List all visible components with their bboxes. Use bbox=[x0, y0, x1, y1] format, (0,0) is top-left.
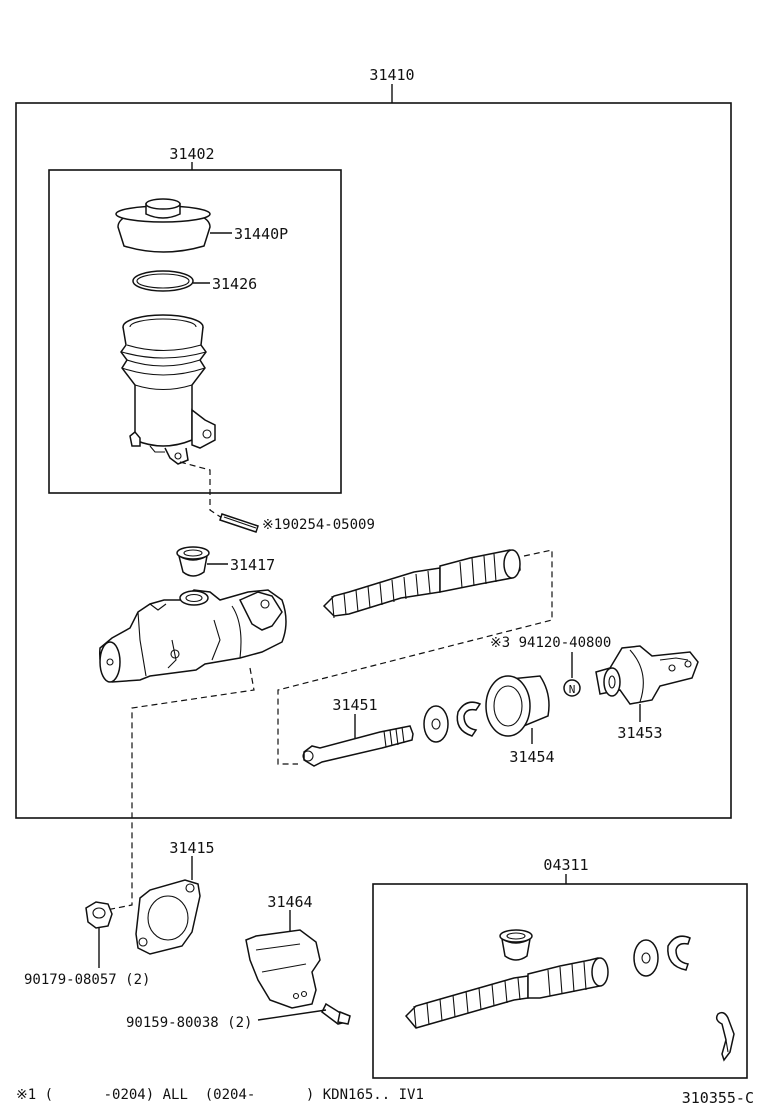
label-nut[interactable]: 90179-08057 (2) bbox=[24, 972, 150, 988]
assembly-frame bbox=[15, 102, 732, 819]
reservoir-frame bbox=[48, 169, 342, 494]
label-pin[interactable]: ※190254-05009 bbox=[262, 517, 375, 533]
pin-part[interactable] bbox=[219, 513, 259, 533]
n-clip-part[interactable]: N bbox=[563, 679, 581, 697]
push-rod-part[interactable] bbox=[302, 725, 414, 767]
label-31464[interactable]: 31464 bbox=[267, 893, 312, 911]
kit-grommet-part[interactable] bbox=[499, 929, 533, 961]
label-n-clip[interactable]: ※3 94120-40800 bbox=[490, 635, 611, 651]
kit-frame bbox=[372, 883, 748, 1079]
boot-part[interactable] bbox=[485, 675, 550, 737]
label-31453[interactable]: 31453 bbox=[617, 724, 662, 742]
kit-washer-part[interactable] bbox=[633, 939, 659, 977]
bracket-part[interactable] bbox=[245, 929, 321, 1009]
grommet-part[interactable] bbox=[176, 546, 210, 577]
label-31410[interactable]: 31410 bbox=[369, 66, 414, 84]
kit-snap-ring-part[interactable] bbox=[667, 935, 691, 971]
reservoir-cap-part[interactable] bbox=[115, 198, 211, 253]
nut-part[interactable] bbox=[85, 901, 113, 929]
snap-ring-part[interactable] bbox=[456, 701, 482, 737]
cotter-pin-part[interactable] bbox=[715, 1011, 735, 1062]
label-31415[interactable]: 31415 bbox=[169, 839, 214, 857]
footnote: ※1 ( -0204) ALL (0204- ) KDN165.. IV1 bbox=[16, 1087, 424, 1103]
label-04311[interactable]: 04311 bbox=[543, 856, 588, 874]
label-31440P[interactable]: 31440P bbox=[234, 225, 288, 243]
n-marker: N bbox=[569, 683, 576, 696]
label-31451[interactable]: 31451 bbox=[332, 696, 377, 714]
kit-piston-spring-part[interactable] bbox=[404, 957, 609, 1029]
gasket-ring-part[interactable] bbox=[132, 270, 194, 292]
label-31402[interactable]: 31402 bbox=[169, 145, 214, 163]
label-31417[interactable]: 31417 bbox=[230, 556, 275, 574]
washer-part[interactable] bbox=[423, 705, 449, 743]
label-31426[interactable]: 31426 bbox=[212, 275, 257, 293]
label-bolt[interactable]: 90159-80038 (2) bbox=[126, 1015, 252, 1031]
diagram-number: 310355-C bbox=[682, 1089, 754, 1107]
bolt-part[interactable] bbox=[321, 1002, 351, 1025]
piston-spring-part[interactable] bbox=[322, 549, 521, 619]
gasket-plate-part[interactable] bbox=[135, 879, 201, 955]
master-cylinder-body-part[interactable] bbox=[99, 589, 287, 683]
label-31454[interactable]: 31454 bbox=[509, 748, 554, 766]
clevis-part[interactable] bbox=[595, 645, 699, 705]
reservoir-body-part[interactable] bbox=[120, 314, 216, 465]
